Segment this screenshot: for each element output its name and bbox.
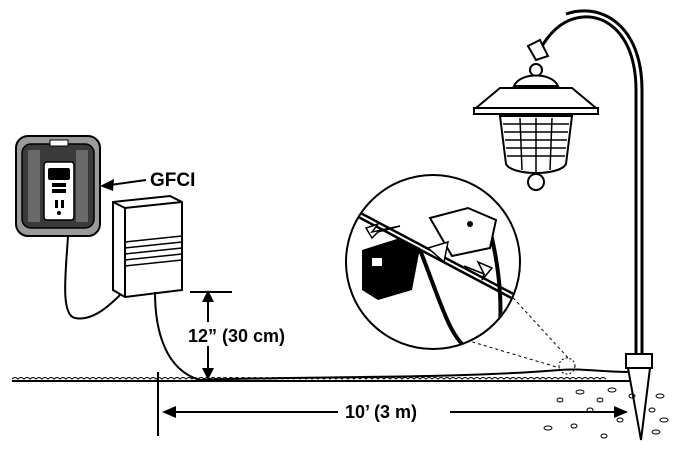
gfci-label: GFCI <box>150 170 196 191</box>
lantern-icon <box>473 9 653 441</box>
low-voltage-cable <box>199 368 631 381</box>
distance-label: 10’ (3 m) <box>342 402 421 423</box>
gfci-outlet-icon <box>15 135 101 237</box>
height-label: 12” (30 cm) <box>188 326 286 346</box>
connector-detail-icon <box>345 174 576 375</box>
gfci-pointer-arrow <box>100 179 147 191</box>
height-dimension <box>190 290 232 380</box>
gravel <box>543 387 669 439</box>
transformer-icon <box>112 194 201 381</box>
outlet-cord <box>64 235 126 320</box>
